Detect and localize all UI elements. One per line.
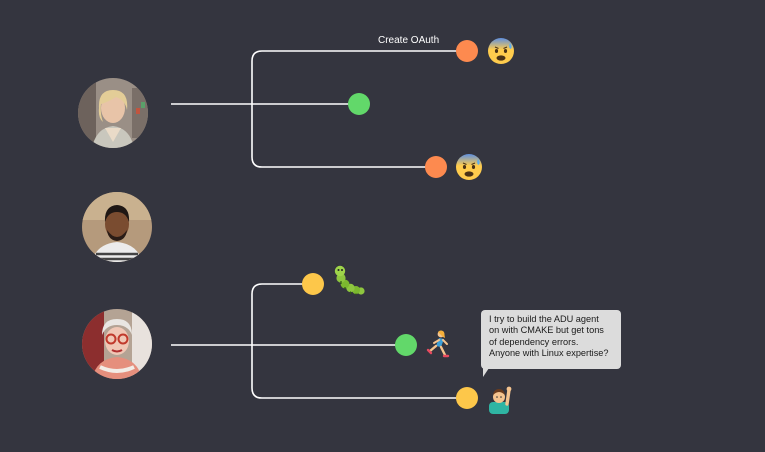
avatar-woman-glasses[interactable] xyxy=(82,309,152,379)
status-dot-orange[interactable] xyxy=(456,40,478,62)
person-raising-hand-icon xyxy=(489,386,512,414)
branch-label: Create OAuth xyxy=(378,35,440,46)
caterpillar-bug-icon xyxy=(334,263,365,295)
speech-bubble-line: of dependency errors. xyxy=(489,336,579,347)
avatar-woman-blonde[interactable] xyxy=(78,78,148,148)
speech-bubble: I try to build the ADU agent on with CMA… xyxy=(481,310,621,377)
anxious-sweat-face-icon xyxy=(456,154,482,180)
avatar-man-beard[interactable] xyxy=(82,192,152,262)
status-dot-yellow[interactable] xyxy=(456,387,478,409)
woman-blonde-avatar-icon xyxy=(78,78,148,148)
speech-bubble-line: on with CMAKE but get tons xyxy=(489,325,604,336)
status-dot-green[interactable] xyxy=(395,334,417,356)
status-dot-green[interactable] xyxy=(348,93,370,115)
man-beard-avatar-icon xyxy=(82,192,152,262)
connector-branch-1-top xyxy=(251,50,467,168)
runner-icon xyxy=(426,330,450,358)
status-dot-orange[interactable] xyxy=(425,156,447,178)
speech-bubble-line: I try to build the ADU agent xyxy=(489,314,599,324)
anxious-sweat-face-icon xyxy=(488,38,514,64)
speech-bubble-line: Anyone with Linux expertise? xyxy=(489,348,609,359)
woman-glasses-avatar-icon xyxy=(82,309,152,379)
speech-bubble-tail xyxy=(483,368,489,377)
status-dot-yellow[interactable] xyxy=(302,273,324,295)
